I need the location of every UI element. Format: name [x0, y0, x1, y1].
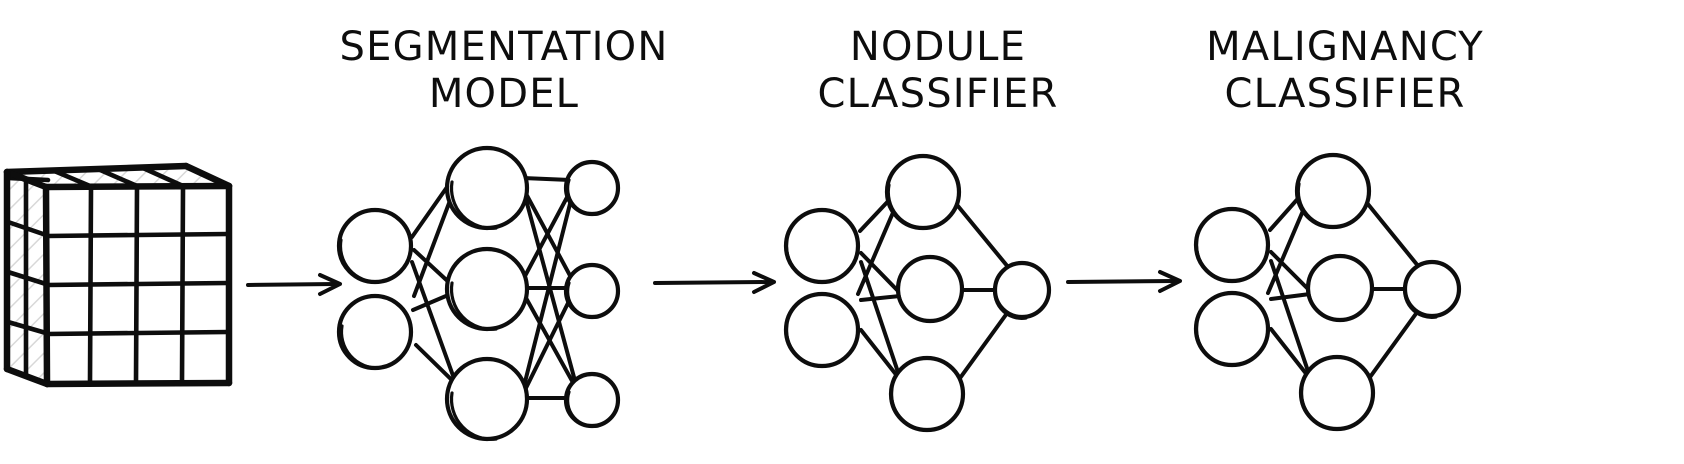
- voxel-cube-icon: [3, 162, 233, 388]
- nodule-nodes: [783, 153, 1052, 433]
- segmentation-model-network: [336, 145, 621, 442]
- malignancy-edges-hidden-output: [1361, 196, 1425, 386]
- malignancy-sketch-accents: [1194, 182, 1438, 431]
- cube-outline: [3, 162, 233, 388]
- nodule-classifier-title-line2: CLASSIFIER: [818, 71, 1059, 117]
- segmentation-node-hid-3: [444, 356, 530, 442]
- nodule-sketch-accents: [784, 183, 1028, 432]
- segmentation-nodes: [336, 145, 621, 442]
- arrow-nodule-to-malignancy: [1066, 270, 1182, 293]
- cube-left-grid: [5, 177, 49, 379]
- malignancy-nodes: [1193, 152, 1462, 432]
- malignancy-classifier-title-line1: MALIGNANCY: [1206, 24, 1484, 70]
- stage-titles: SEGMENTATION MODEL NODULE CLASSIFIER MAL…: [340, 24, 1484, 117]
- cube-front-grid: [44, 185, 231, 385]
- nodule-classifier-title-line1: NODULE: [850, 24, 1026, 70]
- segmentation-node-hid-1: [444, 145, 530, 231]
- segmentation-sketch-accents: [338, 178, 600, 441]
- nodule-edges-hidden-output: [951, 198, 1015, 387]
- malignancy-classifier-network: [1193, 152, 1462, 432]
- arrow-segmentation-to-nodule: [653, 271, 776, 294]
- segmentation-model-title-line1: SEGMENTATION: [340, 24, 669, 70]
- segmentation-node-hid-2: [444, 246, 530, 332]
- malignancy-classifier-title: MALIGNANCY CLASSIFIER: [1206, 24, 1484, 117]
- arrow-cube-to-segmentation: [246, 273, 342, 296]
- nodule-classifier-title: NODULE CLASSIFIER: [818, 24, 1059, 117]
- nodule-classifier-network: [783, 153, 1052, 433]
- segmentation-model-title-line2: MODEL: [429, 71, 579, 117]
- malignancy-classifier-title-line2: CLASSIFIER: [1225, 71, 1466, 117]
- segmentation-model-title: SEGMENTATION MODEL: [340, 24, 669, 117]
